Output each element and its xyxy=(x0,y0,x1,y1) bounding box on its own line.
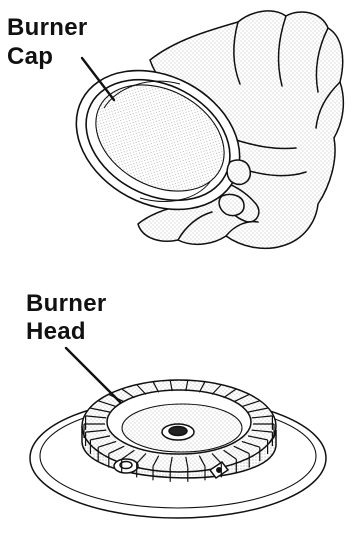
burner-cap-label-line2: Cap xyxy=(7,43,53,70)
burner-cap-label-line1: Burner xyxy=(7,14,87,41)
burner-head-icon xyxy=(30,380,326,518)
burner-head-label-line2: Head xyxy=(26,318,86,345)
head-leader-line xyxy=(66,348,120,402)
burner-head-label-line1: Burner xyxy=(26,290,106,317)
